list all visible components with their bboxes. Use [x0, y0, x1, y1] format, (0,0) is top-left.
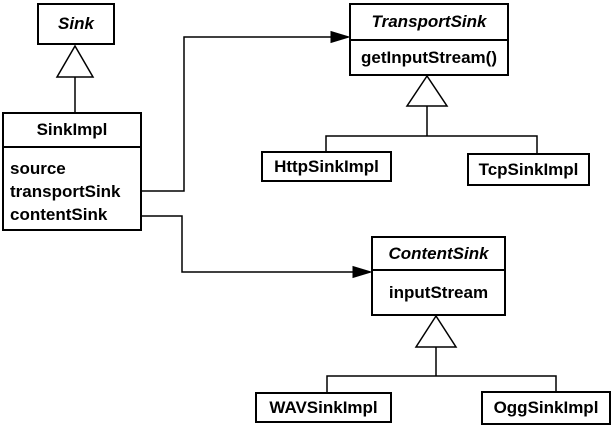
- arrowhead-icon-transportsink: [330, 30, 351, 44]
- class-name-httpsinkimpl: HttpSinkImpl: [274, 156, 379, 176]
- class-box-httpsinkimpl: HttpSinkImpl: [261, 151, 392, 182]
- attribute-inputstream: inputStream: [388, 282, 489, 302]
- class-box-transportsink: TransportSink getInputStream(): [349, 3, 509, 76]
- generalization-branch-transportsink: [325, 135, 538, 153]
- attribute-transportsink: transportSink: [10, 182, 121, 201]
- class-name-wavsinkimpl: WAVSinkImpl: [269, 397, 378, 417]
- generalization-branch-contentsink: [326, 375, 557, 392]
- association-line-transportsink: [142, 36, 348, 192]
- class-name-oggsinkimpl: OggSinkImpl: [493, 398, 599, 417]
- class-name-tcpsinkimpl: TcpSinkImpl: [478, 159, 579, 179]
- method-getinputstream: getInputStream(): [361, 47, 497, 67]
- attribute-source: source: [10, 159, 66, 178]
- arrowhead-icon-contentsink: [352, 265, 373, 279]
- class-box-sinkimpl: SinkImpl source transportSink contentSin…: [2, 112, 142, 231]
- attributes-compartment-sinkimpl: source transportSink contentSink: [4, 146, 140, 229]
- generalization-triangle-icon-sink: [55, 44, 95, 78]
- class-box-tcpsinkimpl: TcpSinkImpl: [467, 153, 590, 186]
- class-name-contentsink: ContentSink: [388, 243, 489, 263]
- class-box-contentsink: ContentSink inputStream: [371, 236, 506, 316]
- class-box-sink: Sink: [37, 3, 115, 45]
- members-compartment-transportsink: getInputStream(): [351, 39, 507, 74]
- generalization-triangle-icon-contentsink: [414, 314, 458, 348]
- class-name-sink: Sink: [58, 14, 94, 33]
- class-name-sinkimpl: SinkImpl: [36, 120, 108, 139]
- association-line-contentsink: [142, 215, 370, 273]
- class-box-oggsinkimpl: OggSinkImpl: [481, 391, 611, 425]
- class-box-wavsinkimpl: WAVSinkImpl: [255, 392, 392, 423]
- members-compartment-contentsink: inputStream: [373, 269, 504, 314]
- class-name-transportsink: TransportSink: [371, 12, 487, 31]
- generalization-triangle-icon-transportsink: [405, 74, 449, 107]
- attribute-contentsink: contentSink: [10, 205, 108, 224]
